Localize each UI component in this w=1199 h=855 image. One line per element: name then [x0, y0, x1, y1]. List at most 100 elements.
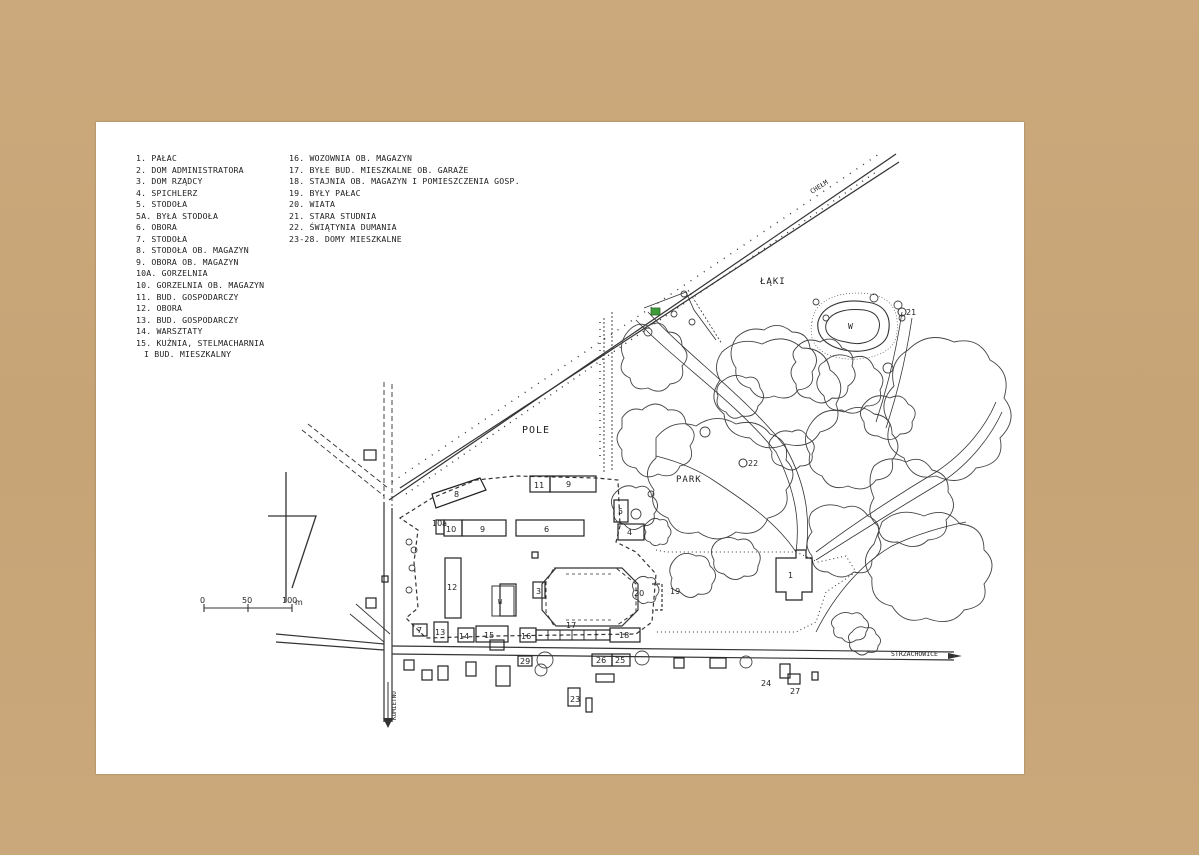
- tree-avenue-dots: [391, 151, 883, 495]
- legend-item: 22. ŚWIĄTYNIA DUMANIA: [289, 222, 397, 233]
- label-4: 4: [627, 528, 632, 537]
- legend-item: 3. DOM RZĄDCY: [136, 176, 203, 187]
- label-9b: 9: [480, 525, 485, 534]
- label-7: 7: [417, 626, 422, 635]
- building-9b: [461, 519, 507, 537]
- well-and-shelter: [541, 307, 907, 627]
- building-13: [433, 621, 449, 643]
- legend-item: 4. SPICHLERZ: [136, 187, 198, 198]
- label-17: 17: [566, 621, 576, 630]
- label-16: 16: [521, 632, 531, 641]
- building-6: [515, 519, 585, 537]
- legend-item: 8. STODOŁA ob. MAGAZYN: [136, 245, 249, 256]
- label-22: 22: [748, 459, 758, 468]
- north-arrow-icon: [268, 472, 317, 602]
- park-tree-clusters: [611, 322, 1012, 656]
- road-strzachowice: [275, 633, 962, 661]
- building-9a: [549, 475, 597, 493]
- legend-item: 6. OBORA: [136, 222, 178, 233]
- pond-yard-label: W: [498, 598, 503, 606]
- legend-item: 12. OBORA: [136, 303, 183, 314]
- label-19: 19: [670, 587, 680, 596]
- label-8: 8: [454, 490, 459, 499]
- label-5: 5: [618, 507, 623, 516]
- building-12: [444, 557, 462, 619]
- scale-label-100: 100: [282, 596, 297, 605]
- label-park: PARK: [676, 475, 702, 485]
- legend-item: 5. STODOŁA: [136, 199, 188, 210]
- label-21: 21: [906, 308, 916, 317]
- label-10: 10: [446, 525, 456, 534]
- label-meadows: ŁĄKI: [759, 277, 786, 287]
- well-21-symbol: [897, 307, 907, 317]
- legend-item: 14. WARSZTATY: [136, 326, 203, 337]
- label-9a: 9: [566, 480, 571, 489]
- building-17-partitions: [547, 630, 597, 640]
- scale-label-0: 0: [200, 596, 205, 605]
- pond-main-label: W: [848, 322, 853, 331]
- label-13: 13: [435, 628, 445, 637]
- park-paths: [635, 311, 1003, 633]
- garden-fence-19: [545, 567, 637, 627]
- building-14: [457, 627, 475, 643]
- small-trees: [405, 290, 906, 677]
- legend-item: i BUD. MIESZKALNY: [144, 349, 232, 360]
- building-7: [412, 623, 428, 637]
- label-road-kumietno: KUMIETNO: [391, 691, 398, 720]
- dashed-tracks: [301, 312, 613, 643]
- building-5: [613, 499, 629, 523]
- building-15: [475, 625, 509, 643]
- label-14: 14: [459, 632, 469, 641]
- building-4: [617, 523, 645, 541]
- green-highlight-marker: [650, 307, 661, 316]
- pond-main: W: [810, 292, 898, 360]
- label-1: 1: [788, 571, 793, 580]
- building-29: [517, 655, 533, 667]
- map-sheet: 1. PAŁAC 2. DOM ADMINISTRATORA 3. DOM RZ…: [96, 122, 1024, 774]
- legend-item: 15. KUŹNIA, STELMACHARNIA: [136, 337, 265, 348]
- building-3: [532, 581, 546, 599]
- label-6: 6: [544, 525, 549, 534]
- legend-item: 9. OBORA ob. MAGAZYN: [136, 256, 239, 267]
- label-road-strzachowice: STRZACHOWICE: [891, 650, 938, 658]
- legend-item: 13. BUD. GOSPODARCZY: [136, 314, 239, 325]
- label-road-chelm: CHEŁM: [809, 178, 830, 195]
- label-26: 26: [596, 656, 606, 665]
- label-20: 20: [634, 589, 644, 598]
- legend-item: 11. BUD. GOSPODARCZY: [136, 291, 239, 302]
- scale-bar: 0 50 100 m: [200, 596, 303, 612]
- label-10a: 10a: [432, 519, 447, 528]
- road-chelm: [388, 153, 900, 501]
- legend-item: 7. STODOŁA: [136, 233, 188, 244]
- label-18: 18: [619, 631, 629, 640]
- label-12: 12: [447, 583, 457, 592]
- road-kumietno: [383, 502, 393, 728]
- label-24: 24: [761, 679, 771, 688]
- label-23: 23: [570, 695, 580, 704]
- pond-yard: W: [491, 585, 515, 617]
- buildings: [363, 449, 819, 713]
- legend-item: 16. WOZOWNIA ob. MAGAZYN: [289, 153, 413, 163]
- label-field: POLE: [522, 425, 550, 436]
- label-15: 15: [484, 631, 494, 640]
- legend-left: 1. PAŁAC 2. DOM ADMINISTRATORA 3. DOM RZ…: [136, 153, 264, 361]
- building-18: [609, 627, 641, 643]
- legend-right: 16. WOZOWNIA ob. MAGAZYN 17. BYŁE BUD. M…: [289, 153, 520, 245]
- estate-plan-map: W: [200, 151, 1012, 728]
- building-24-house: [779, 663, 791, 679]
- label-11: 11: [534, 481, 544, 490]
- building-23: [567, 687, 581, 707]
- scale-label-50: 50: [242, 596, 252, 605]
- building-8: [431, 477, 487, 509]
- park-boundary: [655, 549, 857, 633]
- label-25: 25: [615, 656, 625, 665]
- label-3: 3: [536, 587, 541, 596]
- legend-item: 18. STAJNIA ob. MAGAZYN i POMIESZCZENIA …: [289, 176, 520, 187]
- legend-item: 17. BYŁE BUD. MIESZKALNE ob. GARAŻE: [289, 164, 469, 175]
- legend-item: 1. PAŁAC: [136, 153, 178, 163]
- building-23b: [787, 673, 801, 685]
- building-25: [611, 653, 631, 667]
- legend-item: 2. DOM ADMINISTRATORA: [136, 164, 244, 175]
- legend-item: 21. STARA STUDNIA: [289, 210, 377, 221]
